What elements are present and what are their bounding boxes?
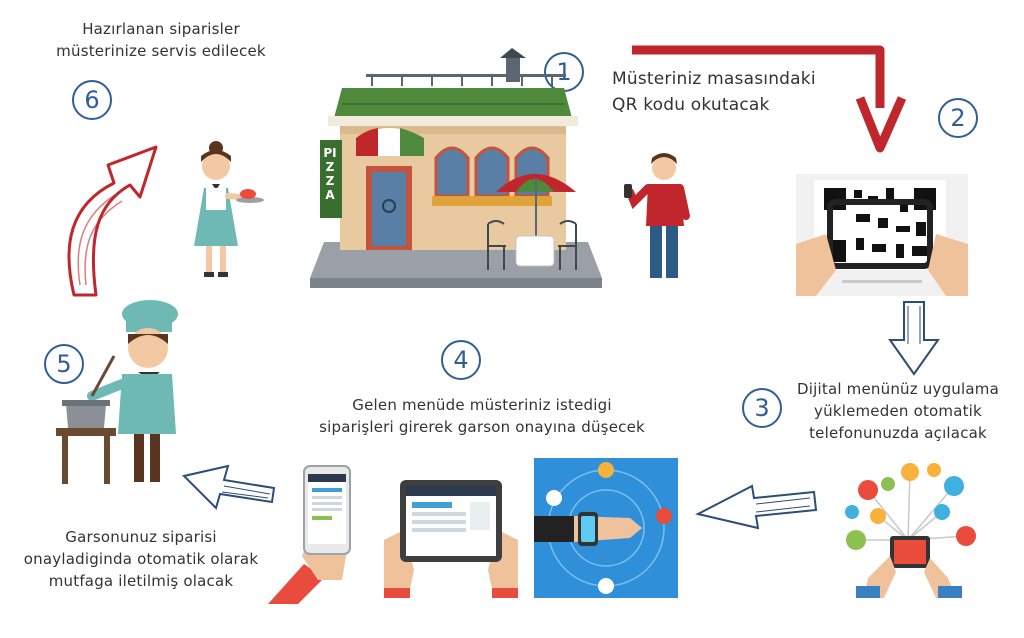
- red-curved-arrow-icon: [56, 135, 166, 300]
- chef-cooking: [52, 300, 182, 486]
- tablet-in-hands: [384, 470, 518, 598]
- qr-scan-hands: [796, 174, 968, 296]
- app-icons-cloud: [838, 460, 980, 598]
- down-arrow-icon: [886, 300, 942, 378]
- smartwatch: [534, 458, 678, 598]
- restaurant-illustration: [306, 46, 606, 290]
- left-arrow-bottom-icon: [180, 462, 278, 512]
- left-arrow-mid-icon: [694, 484, 818, 532]
- pizza-sign-label: PIZZA: [322, 146, 338, 202]
- waitress-serving: [186, 140, 266, 278]
- phone-in-hand: [268, 460, 358, 604]
- customer-with-phone: [624, 150, 694, 282]
